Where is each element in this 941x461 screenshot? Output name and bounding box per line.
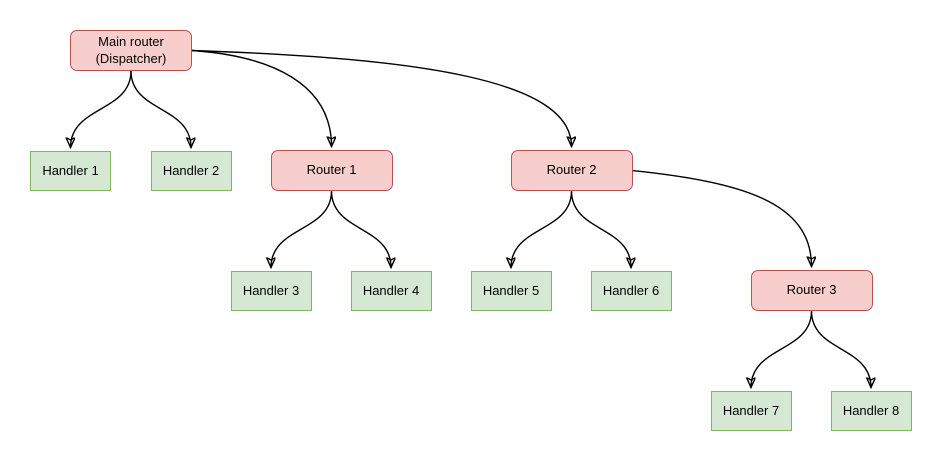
edge-router-3-to-handler-7 xyxy=(751,310,813,388)
node-handler-6: Handler 6 xyxy=(590,271,672,311)
edge-main-to-router-1 xyxy=(191,49,332,147)
node-router-1: Router 1 xyxy=(270,150,393,191)
edge-router-2-to-handler-6 xyxy=(570,190,632,268)
node-label: Handler 7 xyxy=(722,402,780,418)
node-label: Handler 3 xyxy=(242,282,300,298)
node-label: Handler 4 xyxy=(362,282,420,298)
edge-router-1-to-handler-4 xyxy=(330,190,392,268)
node-label: Handler 8 xyxy=(842,402,900,418)
node-main-router: Main router (Dispatcher) xyxy=(70,30,192,71)
node-label: Handler 2 xyxy=(162,162,220,178)
node-label: Main router (Dispatcher) xyxy=(95,34,167,66)
node-handler-2: Handler 2 xyxy=(150,151,232,191)
edge-router-2-to-handler-5 xyxy=(511,190,573,268)
node-label: Router 1 xyxy=(306,162,357,178)
node-label: Handler 1 xyxy=(42,162,99,178)
edge-main-to-handler-2 xyxy=(130,70,191,148)
edge-router-2-to-router-3 xyxy=(631,169,812,267)
edge-router-1-to-handler-3 xyxy=(271,190,333,268)
node-label: Handler 5 xyxy=(482,282,540,298)
node-label: Router 2 xyxy=(546,162,597,178)
node-router-2: Router 2 xyxy=(510,150,633,191)
edge-main-to-router-2 xyxy=(191,49,572,147)
edge-router-3-to-handler-8 xyxy=(810,310,872,388)
node-handler-8: Handler 8 xyxy=(830,391,912,431)
node-router-3: Router 3 xyxy=(750,270,873,311)
node-handler-3: Handler 3 xyxy=(230,271,312,311)
node-handler-4: Handler 4 xyxy=(350,271,432,311)
node-label: Router 3 xyxy=(786,282,837,298)
edge-main-to-handler-1 xyxy=(71,70,132,148)
node-handler-1: Handler 1 xyxy=(30,151,111,191)
node-handler-7: Handler 7 xyxy=(710,391,792,431)
node-handler-5: Handler 5 xyxy=(470,271,552,311)
node-label: Handler 6 xyxy=(602,282,660,298)
